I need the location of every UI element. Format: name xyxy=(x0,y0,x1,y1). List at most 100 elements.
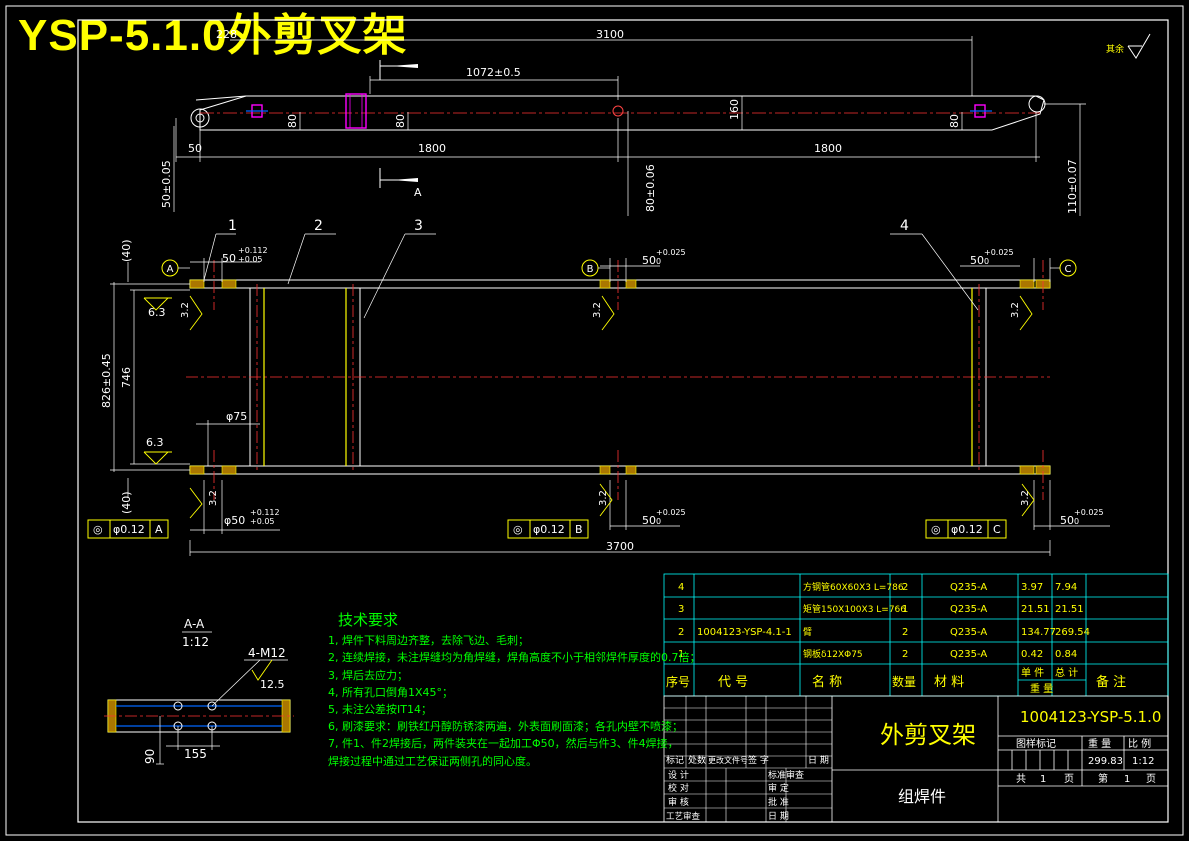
sheets-total: 1 xyxy=(1040,774,1046,785)
fcf-a-datum: A xyxy=(155,523,163,536)
sign-approve-b: 批 准 xyxy=(768,796,789,808)
bore-c-nominal: 50 xyxy=(970,254,984,267)
end-boss-left xyxy=(190,108,210,128)
sheet-unit: 页 xyxy=(1146,773,1156,785)
drawing-title: YSP-5.1.0外剪叉架 xyxy=(18,11,408,60)
dim-826: 826±0.45 xyxy=(100,353,113,408)
bom-h-material: 材 料 xyxy=(934,675,964,690)
top-rail xyxy=(189,279,1051,289)
bom-cell-no: 2 xyxy=(678,627,684,638)
fcf-c-datum: C xyxy=(993,523,1001,536)
roughness-3-2-d: 3.2 xyxy=(208,490,219,506)
roughness-3-2-b: 3.2 xyxy=(592,302,603,318)
label-weight: 重 量 xyxy=(1088,737,1111,750)
rev-h-change: 更改文件号 xyxy=(708,755,748,765)
dim-80-c: 80 xyxy=(948,114,961,128)
bom-cell-total: 269.54 xyxy=(1055,627,1090,638)
sign-approve-a: 审 定 xyxy=(768,782,789,794)
sign-review: 审 核 xyxy=(668,796,689,808)
fcf-b-datum: B xyxy=(575,523,583,536)
bom-cell-name: 臂 xyxy=(803,626,812,638)
bom-cell-qty: 2 xyxy=(902,649,908,660)
roughness-3-2-c: 3.2 xyxy=(1010,302,1021,318)
dim-90: 90 xyxy=(143,749,157,764)
bom-cell-qty: 1 xyxy=(902,604,908,615)
sheet-pre: 第 xyxy=(1098,772,1108,785)
bore-c-tol-lower: 0 xyxy=(984,257,989,266)
dim-50: 50 xyxy=(188,142,202,155)
dim-155: 155 xyxy=(184,747,207,761)
bottom-rail xyxy=(189,465,1051,475)
dim-3700: 3700 xyxy=(606,540,634,553)
roughness-3-2-f: 3.2 xyxy=(1020,490,1031,506)
bom-h-remark: 备 注 xyxy=(1096,674,1126,690)
fcf-b-tol: φ0.12 xyxy=(533,523,565,536)
bore-a-tol-upper: +0.112 xyxy=(238,246,268,255)
dim-1800-left: 1800 xyxy=(418,142,446,155)
bom-cell-unit: 3.97 xyxy=(1021,582,1043,593)
section-title: A-A xyxy=(184,617,205,631)
bore-c-bottom: 50 xyxy=(1060,514,1074,527)
sleeve-tube xyxy=(345,93,367,129)
part-type: 组焊件 xyxy=(898,787,946,806)
bore-c-tol-upper: +0.025 xyxy=(984,248,1014,257)
tech-heading: 技术要求 xyxy=(338,611,399,629)
datum-c: C xyxy=(1065,264,1072,275)
part-name: 外剪叉架 xyxy=(880,721,976,749)
rev-h-sign: 签 字 xyxy=(748,754,769,766)
section-roughness: 12.5 xyxy=(260,678,285,691)
bom-cell-unit: 134.77 xyxy=(1021,627,1056,638)
bom-h-qty: 数量 xyxy=(892,674,916,689)
bore-b-bottom-tol-upper: +0.025 xyxy=(656,508,686,517)
bom-cell-no: 3 xyxy=(678,604,684,615)
sign-process: 工艺审查 xyxy=(666,811,701,822)
tech-requirements: 技术要求 1, 焊件下料周边齐整，去除飞边、毛刺； 2, 连续焊接，未注焊缝均为… xyxy=(328,611,700,770)
arm-outline xyxy=(199,95,1045,131)
callout-3: 3 xyxy=(414,218,423,234)
roughness-6-3-top: 6.3 xyxy=(148,306,166,319)
sign-standard: 标准审查 xyxy=(768,769,804,781)
section-letter-a: A xyxy=(414,186,422,199)
drawing-number: 1004123-YSP-5.1.0 xyxy=(1020,708,1161,726)
datum-b: B xyxy=(587,264,594,275)
bom-cell-material: Q235-A xyxy=(950,582,987,593)
bore-c-bottom-tol-lower: 0 xyxy=(1074,517,1079,526)
bore-b-bottom-tol-lower: 0 xyxy=(656,517,661,526)
bom-cell-no: 4 xyxy=(678,582,684,593)
bom-cell-name: 方钢管60X60X3 L=786 xyxy=(803,581,904,593)
dim-1072: 1072±0.5 xyxy=(466,66,521,79)
outer-border xyxy=(5,5,1184,836)
bom-cell-qty: 2 xyxy=(902,627,908,638)
tech-item: 7, 件1、件2焊接后，两件装夹在一起加工Φ50，然后与件3、件4焊接， xyxy=(328,737,679,751)
bore-a-tol-lower: +0.05 xyxy=(238,255,263,264)
sheets-unit: 页 xyxy=(1064,773,1074,785)
callout-1: 1 xyxy=(228,218,237,234)
bom-cell-material: Q235-A xyxy=(950,627,987,638)
sign-design: 设 计 xyxy=(668,769,689,781)
bom-cell-total: 21.51 xyxy=(1055,604,1084,615)
dim-40-top: (40) xyxy=(120,239,133,262)
scale-value: 1:12 xyxy=(1132,756,1154,767)
dim-80-b: 80 xyxy=(394,114,407,128)
bom-h-unit: 单 件 xyxy=(1021,667,1044,679)
bom-cell-code: 1004123-YSP-4.1-1 xyxy=(697,627,792,638)
fcf-a-symbol: ◎ xyxy=(93,523,103,536)
bom-cell-total: 7.94 xyxy=(1055,582,1077,593)
bom-h-code: 代 号 xyxy=(718,675,748,690)
roughness-6-3-bottom: 6.3 xyxy=(146,436,164,449)
bore-a-bottom: φ50 xyxy=(224,514,245,527)
center-hole xyxy=(612,105,624,117)
rev-h-date: 日 期 xyxy=(808,755,829,766)
dim-1800-right: 1800 xyxy=(814,142,842,155)
top-view: 3100 228 1072±0.5 50 1800 1800 A 80 80 1… xyxy=(160,28,1086,216)
dim-160: 160 xyxy=(728,99,741,120)
fcf-a xyxy=(87,519,169,539)
plan-view: 1 2 3 4 A B C xyxy=(87,218,1110,556)
bom-cell-material: Q235-A xyxy=(950,604,987,615)
bom-cell-qty: 2 xyxy=(902,582,908,593)
callout-4: 4 xyxy=(900,218,909,234)
bore-a-bottom-tol-lower: +0.05 xyxy=(250,517,275,526)
thread-callout: 4-M12 xyxy=(248,646,286,660)
rev-h-count: 处数 xyxy=(688,754,706,766)
